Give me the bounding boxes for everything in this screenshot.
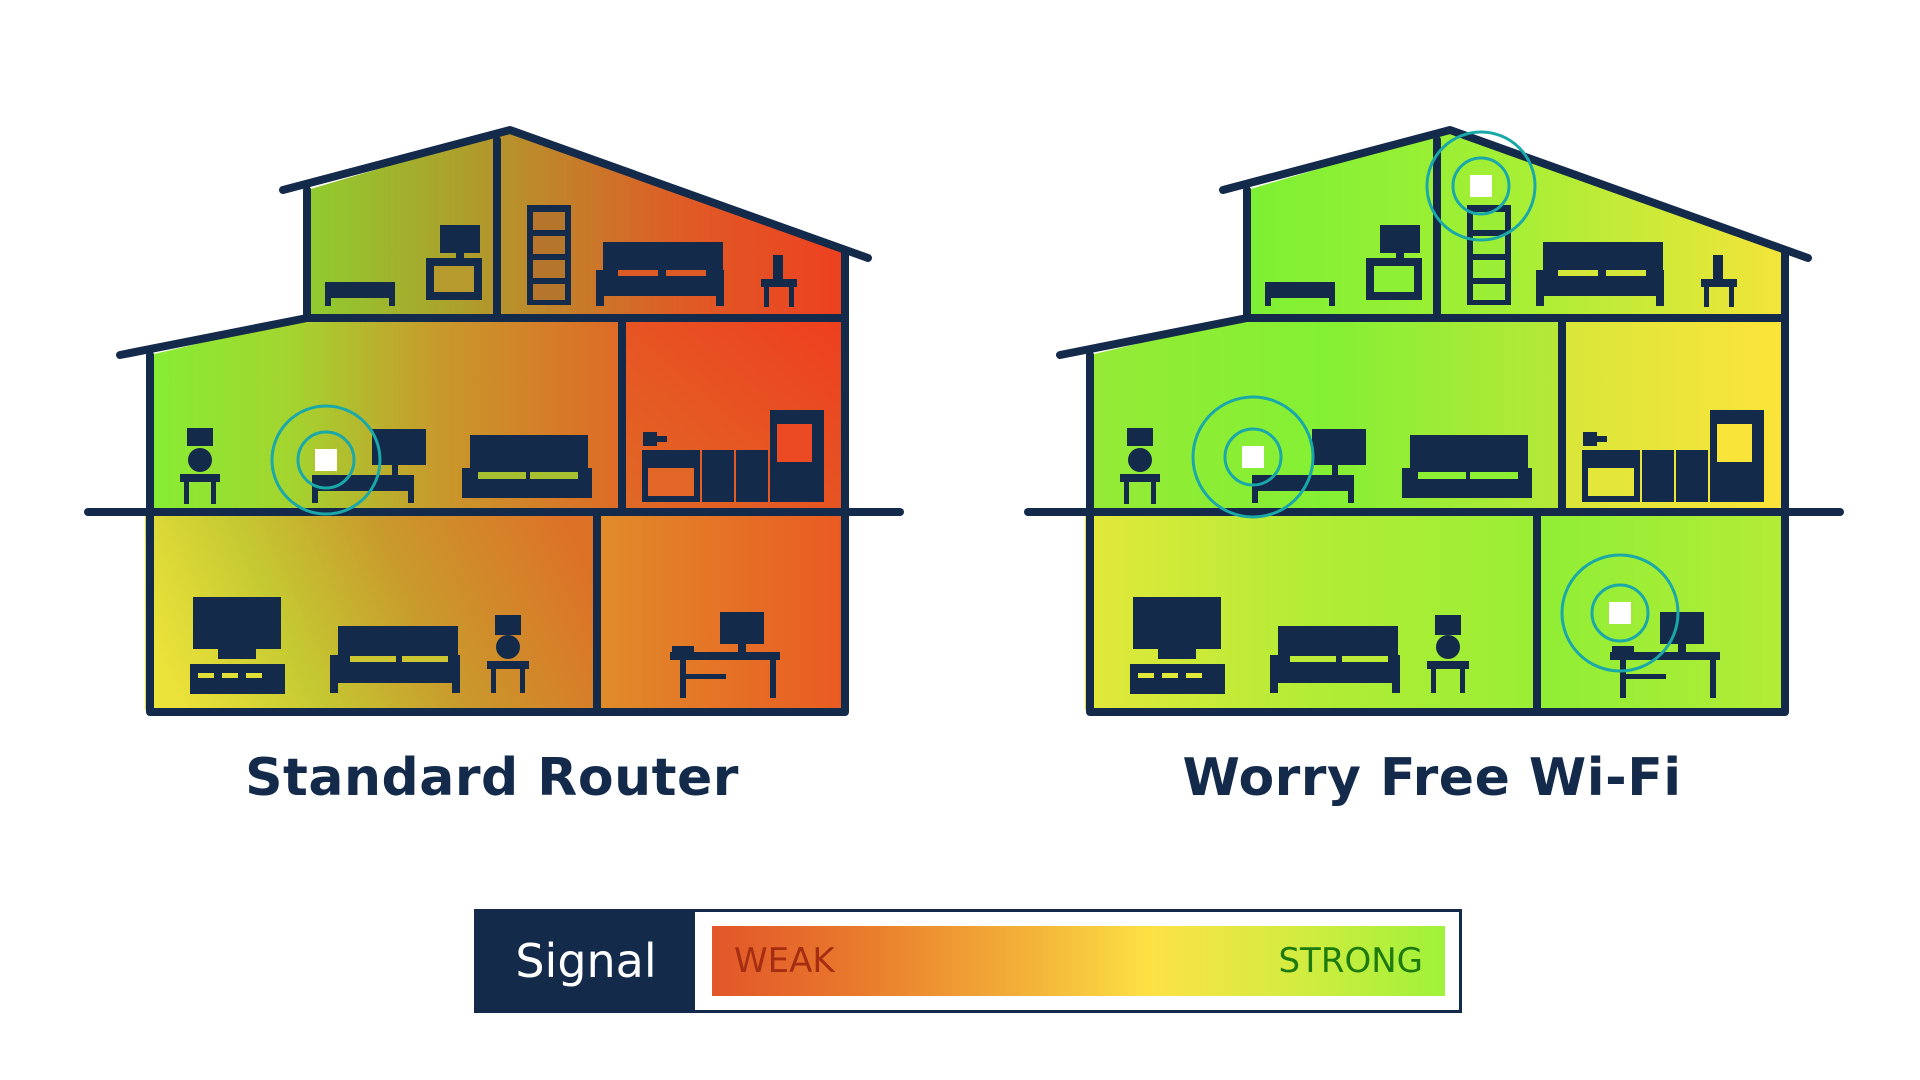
sofa-icon bbox=[1402, 435, 1532, 498]
standard-router-title: Standard Router bbox=[245, 748, 739, 808]
weak-label: WEAK bbox=[734, 941, 835, 981]
signal-legend-label: Signal bbox=[477, 912, 695, 1010]
mesh-router-living-icon bbox=[1191, 395, 1315, 519]
tv-cabinet-icon bbox=[426, 225, 482, 300]
bed-icon bbox=[1536, 242, 1664, 306]
bed-icon bbox=[596, 242, 724, 306]
bookshelf-icon bbox=[1467, 205, 1511, 305]
router-icon bbox=[270, 404, 382, 516]
signal-gradient-bar: WEAK STRONG bbox=[712, 926, 1445, 996]
house-walls bbox=[1024, 126, 1844, 716]
nightstand-lamp-icon bbox=[761, 255, 797, 307]
furniture bbox=[1120, 205, 1764, 698]
desk-computer-icon bbox=[1610, 612, 1720, 698]
tv-cabinet-icon bbox=[1366, 225, 1422, 300]
house-standard-router bbox=[84, 126, 904, 716]
low-bed-icon bbox=[325, 282, 395, 298]
tv-console-icon bbox=[190, 597, 285, 694]
signal-legend: Signal WEAK STRONG bbox=[474, 909, 1462, 1013]
kitchen-icon bbox=[1582, 410, 1764, 502]
kitchen-icon bbox=[642, 410, 824, 502]
low-bed-icon bbox=[1265, 282, 1335, 298]
furniture bbox=[180, 205, 824, 698]
bedroom-bed-icon bbox=[330, 626, 460, 693]
mesh-router-attic-icon bbox=[1425, 130, 1537, 242]
bedroom-lamp-icon bbox=[1427, 615, 1469, 693]
desk-computer-icon bbox=[670, 612, 780, 698]
office-room bbox=[597, 512, 845, 710]
tv-stand-icon bbox=[1252, 429, 1366, 503]
bedroom-bed-icon bbox=[1270, 626, 1400, 693]
strong-label: STRONG bbox=[1278, 941, 1423, 981]
lamp-table-icon bbox=[180, 428, 220, 504]
house-walls bbox=[84, 126, 904, 716]
nightstand-lamp-icon bbox=[1701, 255, 1737, 307]
bookshelf-icon bbox=[527, 205, 571, 305]
sofa-icon bbox=[462, 435, 592, 498]
worry-free-wifi-title: Worry Free Wi-Fi bbox=[1182, 748, 1682, 808]
house-worry-free-wifi bbox=[1024, 126, 1844, 716]
lamp-table-icon bbox=[1120, 428, 1160, 504]
office-room bbox=[1537, 512, 1785, 710]
bedroom-lamp-icon bbox=[487, 615, 529, 693]
mesh-router-office-icon bbox=[1560, 553, 1680, 673]
tv-console-icon bbox=[1130, 597, 1225, 694]
